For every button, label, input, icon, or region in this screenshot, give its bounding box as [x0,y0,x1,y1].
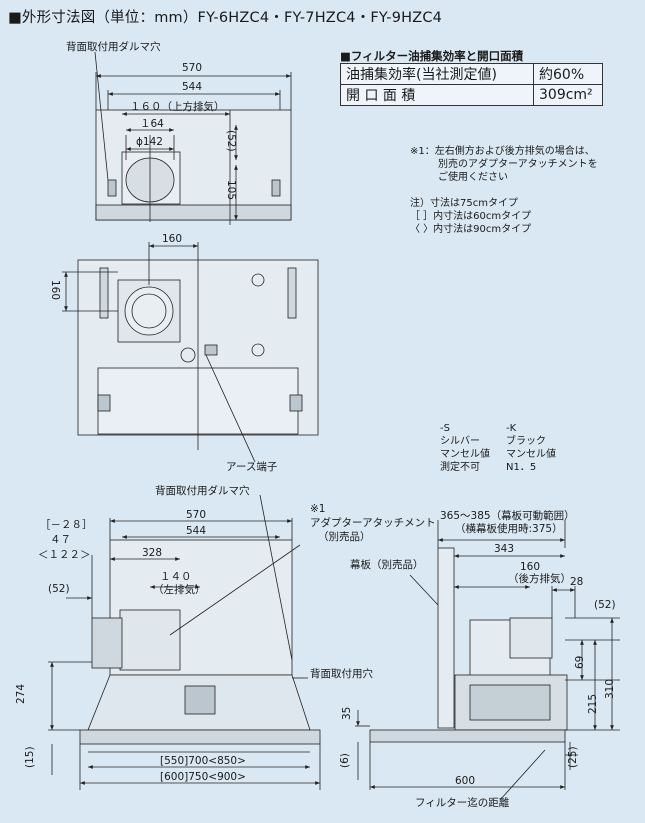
dim-160-up: １６０（上方排気） [130,100,225,113]
dim-215: 215 [587,694,599,714]
dim-15: (15) [24,746,36,768]
range-sub-label: （横幕板使用時:375） [455,522,563,535]
page-title: ■外形寸法図（単位：mm）FY-6HZC4・FY-7HZC4・FY-9HZC4 [8,10,443,26]
adapter-mark: ※1 [310,503,325,515]
dim-105: 105 [225,180,237,200]
adapter-sub-label: （別売品） [318,530,371,543]
dim-b52: (52) [48,583,70,595]
table-row: 油捕集効率(当社測定値) 約60% [340,63,603,85]
dim-164: １64 [140,118,164,130]
note-line: ご使用ください [438,172,508,183]
color-cell: シルバー [440,436,480,447]
dim-47: ４７ [50,534,71,546]
dim-140-sub: （左排気） [153,583,206,596]
plan-dim-160: 160 [162,233,182,245]
spec-value: 約60% [533,63,603,85]
dim-570: 570 [182,62,202,74]
range-label: 365～385（幕板可動範囲） [440,509,575,522]
plan-dim-160-v: 160 [49,280,61,300]
color-table: -S -K シルバー ブラック マンセル値 マンセル値 測定不可 N1．5 [440,422,556,474]
back-hole-label: 背面取付用穴 [310,667,373,680]
mid-hole-label: 背面取付用ダルマ穴 [155,484,250,497]
color-cell: マンセル値 [440,449,490,460]
table-row: 開 口 面 積 309cm² [340,84,603,106]
color-header: -S [440,423,450,434]
dim-52: (52) [225,130,237,152]
dim-s52: (52) [594,599,616,611]
spec-label: 油捕集効率(当社測定値) [340,63,534,85]
dim-310: 310 [604,679,616,699]
dim-6: (6) [339,753,351,768]
top-hole-label: 背面取付用ダルマ穴 [66,40,161,53]
dim-s600: 600 [455,775,475,787]
dim-544: 544 [182,81,202,93]
plan-view [62,242,319,463]
dim-28: 28 [570,576,583,588]
dim-550: [550]700<850> [160,755,246,767]
makuita-label: 幕板（別売品） [350,558,424,571]
dim-minus28: ［－２８］ [40,519,93,531]
note-line: 注）寸法は75cmタイプ [410,198,518,209]
dim-328: 328 [142,547,162,559]
dim-b544: 544 [186,525,206,537]
dimension-notes: 注）寸法は75cmタイプ ［ ］内寸法は60cmタイプ 〈 〉内寸法は90cmタ… [410,197,531,236]
spec-table: 油捕集効率(当社測定値) 約60% 開 口 面 積 309cm² [340,63,603,106]
dim-343: 343 [494,543,514,555]
note-line: 〈 〉内寸法は90cmタイプ [410,224,532,235]
side-view [355,520,620,801]
dim-s160-sub: （後方排気） [508,572,571,585]
note-mark: ※1： [410,146,435,157]
color-cell: 測定不可 [440,462,480,473]
color-cell: N1．5 [506,462,537,473]
spec-value: 309cm² [533,84,603,106]
dim-b570: 570 [186,509,206,521]
front-view-top [94,51,292,225]
note-line: ［ ］内寸法は60cmタイプ [410,211,532,222]
note-line: 別売のアダプターアタッチメントを [438,159,598,170]
color-cell: マンセル値 [506,449,556,460]
color-cell: ブラック [506,436,546,447]
spec-heading: ■フィルター油捕集効率と開口面積 [340,49,524,63]
dim-25: (25) [567,746,579,768]
dim-69: 69 [574,656,586,669]
dim-600: [600]750<900> [160,771,246,783]
filter-distance-label: フィルター迄の距離 [415,796,510,809]
front-view-bottom [48,494,321,790]
dim-35: 35 [341,707,353,720]
earth-label: アース端子 [226,460,277,473]
dim-142: ϕ142 [136,136,163,148]
adapter-label: アダプターアタッチメント [310,516,436,529]
note-1: ※1：左右側方および後方排気の場合は、 別売のアダプターアタッチメントを ご使用… [410,145,598,184]
dim-s160: 160 [520,561,540,573]
color-header: -K [506,423,517,434]
note-line: 左右側方および後方排気の場合は、 [434,146,595,157]
dim-140: １４０ [160,571,192,583]
spec-label: 開 口 面 積 [340,84,534,106]
dim-122: ＜１２２＞ [38,549,91,561]
dim-274: 274 [15,684,27,704]
